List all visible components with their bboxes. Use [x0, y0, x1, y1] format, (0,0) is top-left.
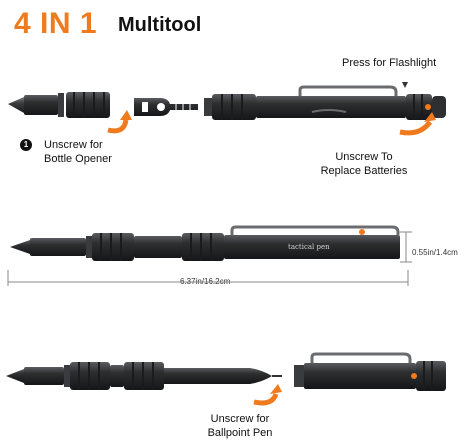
tip-section	[24, 92, 110, 118]
engraving-text: tactical pen	[288, 243, 330, 251]
label-batteries-line2: Replace Batteries	[320, 165, 408, 177]
tip-section	[6, 362, 164, 390]
disassembled-pen-row	[8, 82, 446, 136]
ballpoint-refill	[164, 368, 282, 384]
label-batteries-line1: Unscrew To	[335, 151, 393, 163]
bottle-opener-insert	[134, 98, 198, 116]
arrow-replace-batteries	[399, 120, 433, 136]
step-badge: 1	[20, 139, 32, 151]
title-text: Multitool	[118, 14, 202, 36]
ballpoint-pen-row	[6, 352, 446, 406]
arrow-unscrew-opener	[107, 119, 129, 134]
title-number: 4 IN 1	[14, 7, 98, 40]
label-pen-line1: Unscrew for	[210, 413, 270, 425]
dimension-diameter: 0.55in/1.4cm	[412, 248, 458, 257]
label-bottle-line1: Unscrew for	[44, 139, 103, 151]
label-pen-line2: Ballpoint Pen	[207, 427, 273, 439]
label-flashlight: Press for Flashlight	[342, 57, 437, 69]
tungsten-tip	[10, 240, 30, 254]
pen-body	[204, 85, 446, 120]
pen-full-body	[30, 225, 400, 261]
assembled-pen-row	[7, 225, 412, 286]
arrow-unscrew-pen	[253, 393, 279, 406]
tungsten-tip	[8, 97, 24, 113]
label-bottle-line2: Bottle Opener	[44, 153, 112, 165]
pen-body	[294, 352, 446, 391]
